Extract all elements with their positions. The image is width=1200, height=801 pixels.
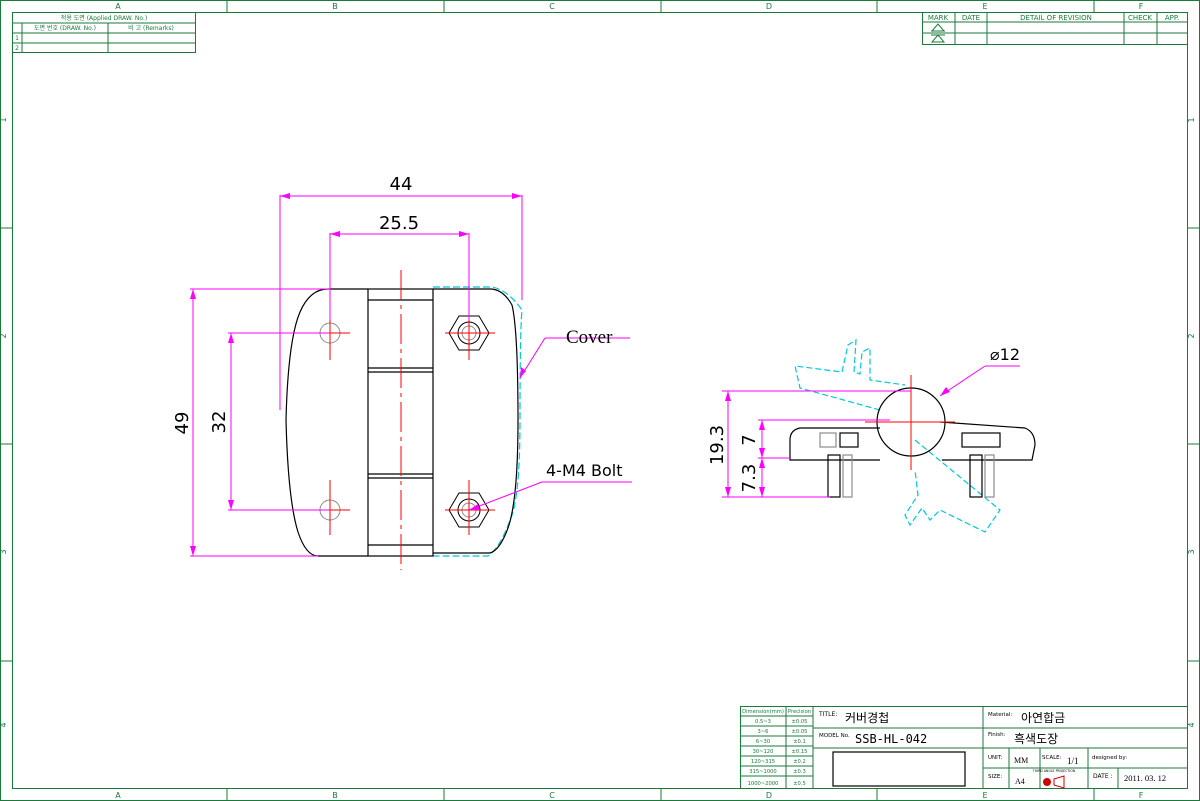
drawing-no-header: 도면 번호 (DRAW. No.)	[34, 24, 96, 32]
zone-label-right: 4	[1187, 722, 1196, 727]
tolerance-range: 3~6	[758, 729, 769, 735]
revision-table: MARK DATE DETAIL OF REVISION CHECK APP.	[922, 12, 1188, 45]
tolerance-value: ±0.2	[793, 759, 806, 765]
designed-by-label: designed by:	[1092, 755, 1127, 761]
tolerance-range: 120~315	[751, 759, 775, 765]
tolerance-range: 1000~2000	[748, 781, 779, 787]
zone-label-bottom: A	[115, 791, 121, 800]
left-leaf-outline	[285, 288, 368, 557]
side-leaf-right	[939, 421, 1036, 461]
hinge-side-view	[789, 338, 1036, 533]
zone-label-bottom: D	[766, 791, 772, 800]
scale-label: SCALE:	[1042, 755, 1062, 761]
row-number: 2	[15, 45, 19, 52]
dimension-side-offset-lower: 7.3	[739, 464, 760, 493]
title-label: TITLE:	[818, 711, 837, 718]
material-label: Material:	[988, 712, 1012, 718]
zone-label-top: C	[549, 2, 555, 11]
right-leaf-outline	[433, 288, 519, 554]
zone-label-top: F	[1139, 2, 1144, 11]
dimension-hole-pitch-horizontal: 25.5	[379, 213, 419, 234]
side-view-dimensions	[722, 365, 1020, 498]
side-leaf-left	[789, 427, 880, 461]
hinge-front-view	[285, 270, 523, 570]
date-value: 2011. 03. 12	[1124, 773, 1166, 783]
tolerance-header: Dimension(mm)	[742, 709, 784, 715]
applied-drawing-table: 적용 도면 (Applied DRAW. No.) 도면 번호 (DRAW. N…	[12, 12, 196, 53]
remarks-header: 비 고 (Remarks)	[128, 24, 174, 32]
tolerance-range: 0.5~3	[755, 719, 771, 725]
tolerance-range: 6~30	[756, 739, 770, 745]
zone-label-left: 1	[0, 117, 8, 122]
dimension-width: 44	[390, 174, 413, 195]
dimension-barrel-diameter: ⌀12	[990, 345, 1020, 364]
date-label: DATE :	[1093, 773, 1113, 780]
drawing-title: 커버경첩	[845, 711, 889, 725]
zone-label-top: D	[766, 2, 772, 11]
material-value: 아연합금	[1021, 711, 1065, 725]
open-position-lower	[904, 439, 1001, 533]
projection-symbol-icon	[1043, 775, 1065, 789]
unit-value: MM	[1014, 756, 1028, 765]
model-number: SSB-HL-042	[855, 732, 927, 746]
zone-label-right: 1	[1187, 117, 1196, 122]
zone-label-top: B	[332, 2, 338, 11]
size-label: SIZE:	[988, 774, 1002, 780]
zone-label-left: 4	[0, 722, 8, 727]
revision-header-mark: MARK	[928, 14, 949, 22]
tolerance-value: ±0.05	[792, 729, 808, 735]
tolerance-range: 315~1000	[749, 769, 776, 775]
size-value: A4	[1015, 777, 1025, 786]
zone-label-bottom: E	[982, 791, 987, 800]
dimension-side-height: 19.3	[707, 425, 728, 465]
dimension-side-offset: 7	[739, 434, 760, 445]
tolerance-header: Precision	[788, 709, 811, 715]
unit-label: UNIT:	[988, 755, 1003, 761]
revision-header-date: DATE	[962, 14, 980, 22]
tolerance-value: ±0.3	[793, 769, 806, 775]
tolerance-range: 30~120	[753, 749, 774, 755]
scale-value: 1/1	[1067, 756, 1079, 766]
drawing-number-box	[832, 751, 966, 787]
row-number: 1	[15, 35, 19, 42]
finish-label: Finish:	[988, 732, 1006, 738]
zone-label-left: 2	[0, 333, 8, 338]
zone-label-right: 2	[1187, 333, 1196, 338]
revision-header-detail: DETAIL OF REVISION	[1020, 14, 1092, 22]
zone-label-bottom: C	[549, 791, 555, 800]
tolerance-value: ±0.15	[792, 749, 808, 755]
cover-outline	[433, 286, 523, 557]
cover-callout: Cover	[566, 327, 613, 348]
tolerance-value: ±0.5	[793, 781, 806, 787]
zone-label-right: 3	[1187, 549, 1196, 554]
dimension-height: 49	[172, 412, 193, 435]
revision-header-app: APP.	[1165, 14, 1179, 22]
zone-label-bottom: F	[1139, 791, 1144, 800]
model-label: MODEL No.	[819, 733, 850, 739]
title-block: Dimension(mm) Precision 0.5~3 ±0.05 3~6 …	[740, 706, 1188, 789]
zone-label-top: A	[115, 2, 121, 11]
applied-drawing-title: 적용 도면 (Applied DRAW. No.)	[61, 14, 147, 22]
zone-label-top: E	[982, 2, 987, 11]
projection-label: THIRD ANGLE PROJECTION	[1032, 769, 1076, 773]
zone-label-left: 3	[0, 549, 8, 554]
revision-header-check: CHECK	[1128, 14, 1152, 22]
zone-label-bottom: B	[332, 791, 338, 800]
open-position-upper	[794, 338, 906, 411]
dimension-hole-pitch-vertical: 32	[209, 411, 230, 434]
front-view-dimensions	[190, 195, 632, 557]
tolerance-value: ±0.05	[792, 719, 808, 725]
tolerance-value: ±0.1	[793, 739, 806, 745]
finish-value: 흑색도장	[1014, 732, 1058, 746]
bolt-callout: 4-M4 Bolt	[546, 461, 623, 480]
